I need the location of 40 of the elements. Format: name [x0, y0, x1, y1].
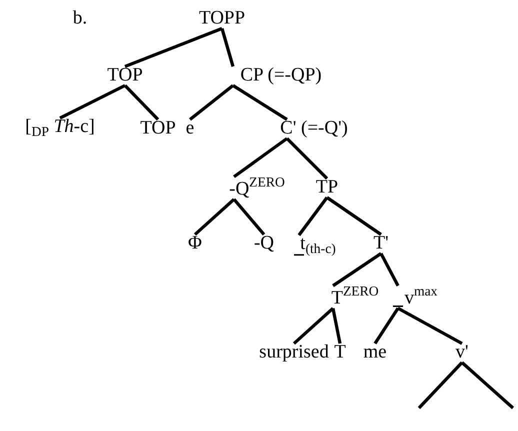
tree-branch: [194, 198, 236, 236]
tree-node-label: T': [373, 234, 389, 252]
tree-branch: [232, 84, 288, 121]
tree-node-label: v$^{max}$: [404, 284, 438, 308]
example-label: b.: [72, 8, 88, 28]
tree-node-label: e: [186, 118, 194, 138]
tree-branch: [189, 84, 234, 121]
tree-node-label: TOP: [107, 66, 143, 84]
tree-node-label: T: [334, 342, 346, 362]
tree-branch: [59, 84, 126, 120]
tree-branch: [124, 84, 160, 121]
tree-node-label: t$_{(th-c)}$: [300, 234, 336, 256]
tree-node-label: [$_{DP}$ Th-c]: [25, 117, 95, 139]
tree-node-label: TP: [316, 178, 338, 196]
tree-branch: [292, 307, 334, 345]
tree-branch: [124, 27, 223, 68]
tree-node-label: v': [456, 342, 468, 362]
tree-node-label: -Q: [254, 234, 274, 252]
tree-node-label: me: [363, 342, 387, 362]
tree-branch: [460, 361, 514, 410]
tree-branch: [233, 137, 288, 178]
tree-branch: [232, 198, 266, 236]
tree-node-label: T$^{ZERO}$: [331, 284, 379, 308]
tree-node-label: TOP: [140, 118, 176, 138]
tree-branch: [286, 137, 328, 180]
tree-branch: [380, 252, 400, 286]
tree-node-label: surprised: [259, 342, 329, 362]
tree-branch: [374, 307, 400, 344]
tree-node-label: -Q$^{ZERO}$: [229, 176, 285, 198]
tree-node-label: CP (=-QP): [240, 66, 322, 84]
tree-node-label: TOPP: [198, 8, 246, 28]
tree-node-label: C' (=-Q'): [280, 118, 348, 138]
tree-branch: [397, 306, 463, 345]
tree-branch: [331, 308, 342, 344]
tree-branch: [220, 28, 235, 67]
tree-branch: [326, 196, 382, 236]
tree-node-label: Φ: [188, 234, 202, 252]
tree-branch: [332, 252, 382, 288]
tree-branch: [298, 196, 328, 236]
tree-branch: [418, 361, 464, 410]
